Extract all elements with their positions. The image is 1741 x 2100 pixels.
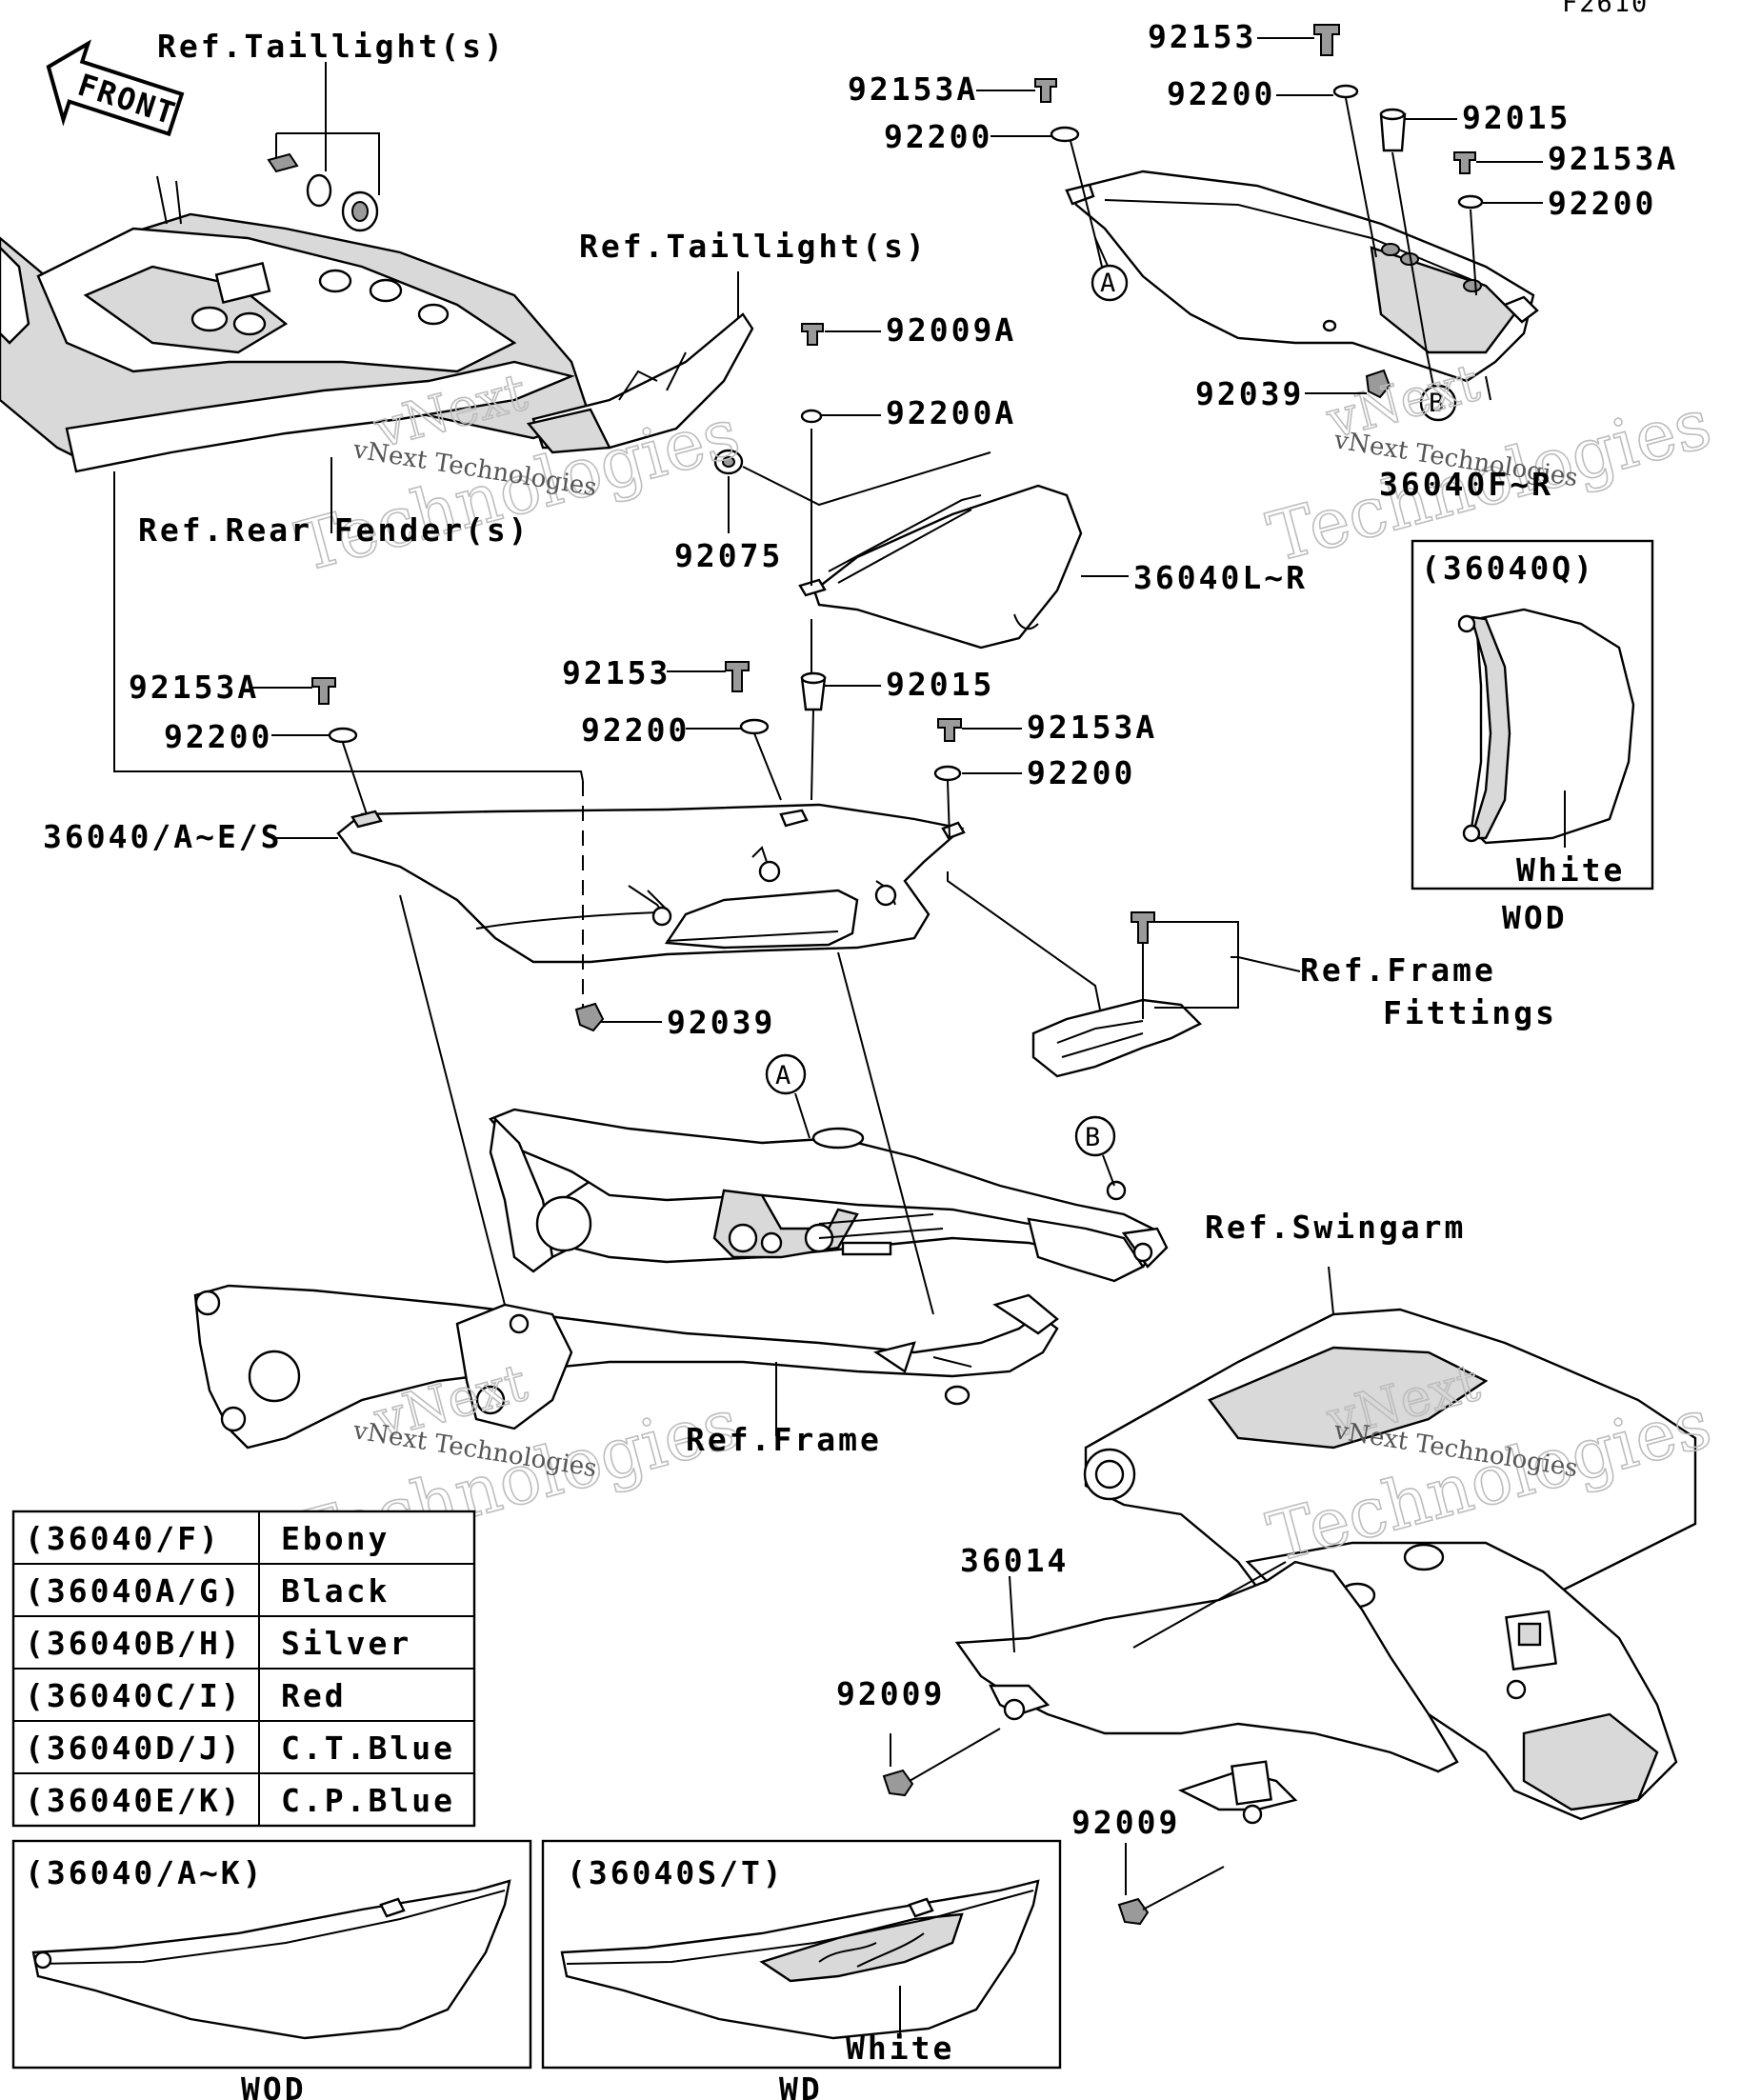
seat-cowl-36040L-R — [798, 484, 1083, 650]
ref-taillight-label-1: Ref.Taillight(s) — [157, 28, 506, 65]
ref-frame-fittings-label-1: Ref.Frame — [1300, 951, 1496, 989]
label-36014: 36014 — [960, 1542, 1069, 1579]
label-92153A-right: 92153A — [1548, 140, 1678, 177]
inset-36040S-T: (36040S/T) White WD — [541, 1839, 1062, 2100]
inset-36040Q: (36040Q) White WOD — [1411, 539, 1654, 936]
reference-labels: Ref.Taillight(s) Ref.Taillight(s) Ref.Re… — [138, 28, 1557, 1458]
taillight-hardware — [267, 62, 380, 232]
inset-q-caption: WOD — [1502, 899, 1568, 936]
label-92075: 92075 — [674, 537, 783, 574]
label-92039-top: 92039 — [1195, 375, 1304, 412]
label-92039-mid: 92039 — [667, 1004, 775, 1041]
table-row-2-code: (36040B/H) — [25, 1625, 243, 1662]
label-92200A: 92200A — [886, 394, 1016, 431]
label-92200-mid: 92200 — [581, 711, 690, 749]
ref-rear-fender-label: Ref.Rear Fender(s) — [138, 511, 530, 549]
frame-fittings-bracket — [947, 871, 1203, 1078]
label-92200-left: 92200 — [164, 718, 272, 755]
label-92153-top: 92153 — [1148, 18, 1256, 55]
grommet-92075 — [713, 449, 744, 533]
callout-a-frame: A — [765, 1053, 810, 1139]
screw-92009A — [742, 323, 991, 676]
rear-fender-assembly — [0, 175, 592, 473]
ref-frame-fittings-label-2: Fittings — [1383, 994, 1557, 1031]
svg-text:A: A — [775, 1061, 792, 1090]
chain-guard-36014 — [954, 1560, 1459, 1825]
table-row-4-color: C.T.Blue — [281, 1730, 455, 1767]
table-row-5-code: (36040E/K) — [25, 1782, 243, 1819]
label-92015-top: 92015 — [1462, 99, 1571, 136]
taillight — [526, 271, 754, 454]
top-right-hardware — [1034, 24, 1491, 401]
label-92015-mid: 92015 — [886, 666, 994, 703]
label-92009A: 92009A — [886, 311, 1016, 349]
svg-text:B: B — [1085, 1123, 1102, 1152]
figure-code: F2610 — [1562, 0, 1649, 18]
svg-text:B: B — [1429, 389, 1446, 418]
table-row-5-color: C.P.Blue — [281, 1782, 455, 1819]
label-92009-left: 92009 — [836, 1675, 945, 1712]
screws-92009 — [882, 1728, 1225, 1926]
label-92153A-top: 92153A — [848, 70, 978, 108]
inset-q-title: (36040Q) — [1421, 550, 1595, 587]
label-92153A-mid: 92153A — [1027, 709, 1157, 746]
callout-b-frame: B — [1074, 1115, 1116, 1187]
label-92200-right: 92200 — [1548, 185, 1656, 222]
inset-36040-A-K: (36040/A~K) WOD — [11, 1839, 532, 2100]
label-36040L-R: 36040L~R — [1133, 559, 1308, 596]
table-row-1-code: (36040A/G) — [25, 1572, 243, 1610]
inset-q-color: White — [1516, 851, 1625, 889]
label-92009-right: 92009 — [1071, 1804, 1180, 1841]
rear-subframe — [193, 894, 1169, 1450]
table-row-0-code: (36040/F) — [25, 1520, 221, 1557]
side-cover-36040 — [336, 781, 966, 1029]
table-row-0-color: Ebony — [281, 1520, 390, 1557]
ref-taillight-label-2: Ref.Taillight(s) — [579, 228, 928, 265]
svg-text:A: A — [1100, 269, 1117, 298]
table-row-3-code: (36040C/I) — [25, 1677, 243, 1714]
side-cover-hardware — [113, 471, 962, 1032]
inset-ak-caption: WOD — [241, 2070, 307, 2100]
table-row-3-color: Red — [281, 1677, 347, 1714]
label-92200-top-right: 92200 — [1167, 75, 1275, 112]
inset-st-color: White — [846, 2030, 954, 2067]
inset-ak-title: (36040/A~K) — [25, 1854, 265, 1891]
inset-st-title: (36040S/T) — [567, 1854, 785, 1891]
ref-swingarm-label: Ref.Swingarm — [1205, 1209, 1466, 1246]
callout-b-top: B — [1419, 384, 1457, 422]
color-table: (36040/F) Ebony (36040A/G) Black (36040B… — [11, 1510, 476, 1828]
label-36040F-R: 36040F~R — [1379, 466, 1553, 503]
callout-a-top: A — [1091, 237, 1129, 302]
label-92153-mid: 92153 — [562, 654, 670, 691]
ref-frame-label: Ref.Frame — [686, 1421, 882, 1458]
label-36040-AES: 36040/A~E/S — [43, 818, 283, 855]
table-row-1-color: Black — [281, 1572, 390, 1610]
table-row-2-color: Silver — [281, 1625, 411, 1662]
label-92200-top-left: 92200 — [884, 118, 992, 155]
part-number-labels: 92153 92153A 92200 92200 92015 92153A 92… — [43, 18, 1678, 1841]
table-row-4-code: (36040D/J) — [25, 1730, 243, 1767]
label-92153A-left: 92153A — [129, 669, 259, 706]
label-92200-mid-right: 92200 — [1027, 754, 1135, 791]
inset-st-caption: WD — [779, 2070, 823, 2100]
